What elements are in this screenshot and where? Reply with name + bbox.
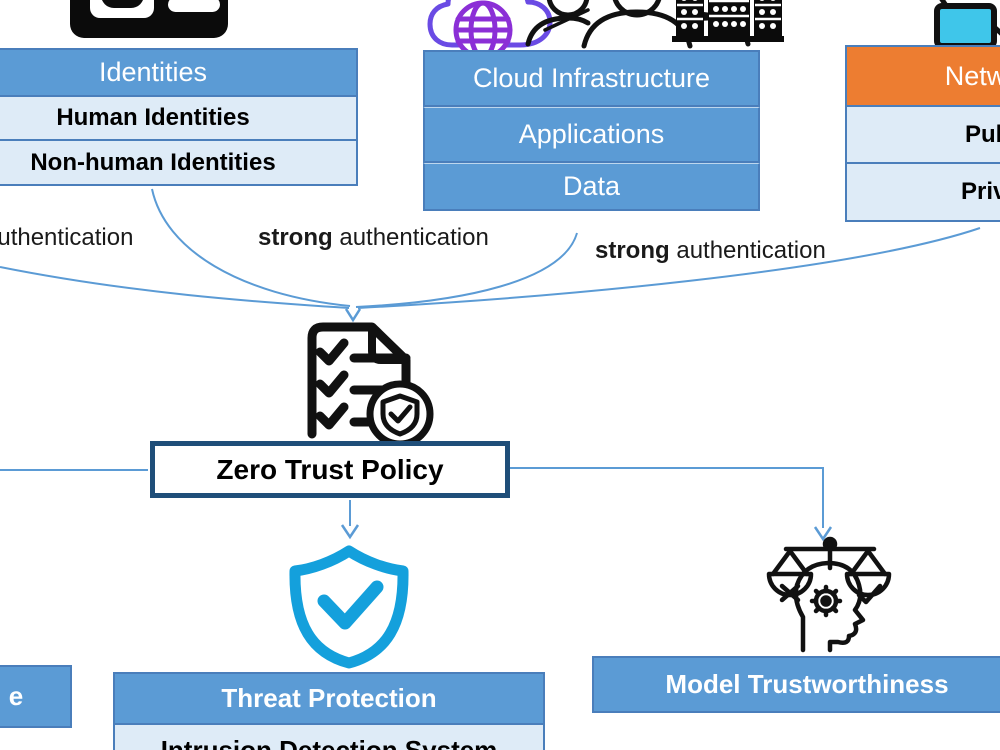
cloud-table: Cloud Infrastructure Applications Data <box>423 50 760 211</box>
networks-table: Networks Public Private <box>845 45 1000 222</box>
identities-table: Identities Human Identities Non-human Id… <box>0 48 358 186</box>
model-trustworthiness-header: Model Trustworthiness <box>592 656 1000 713</box>
threat-protection-header: Threat Protection <box>113 672 545 725</box>
identities-row-nonhuman: Non-human Identities <box>0 141 358 186</box>
threat-protection-table: Threat Protection Intrusion Detection Sy… <box>113 672 545 750</box>
policy-document-icon <box>304 322 434 453</box>
cloud-row-applications: Applications <box>423 107 760 163</box>
networks-row-public: Public <box>845 107 1000 164</box>
threat-row-ids: Intrusion Detection System <box>113 725 545 750</box>
server-rack-icon <box>672 0 784 42</box>
identities-header: Identities <box>0 48 358 97</box>
right-connector-line <box>510 467 824 528</box>
networks-header: Networks <box>845 45 1000 107</box>
auth-label-left: authentication <box>0 224 134 251</box>
cloud-row-infrastructure: Cloud Infrastructure <box>423 50 760 107</box>
zero-trust-policy-box: Zero Trust Policy <box>150 441 510 498</box>
balance-head-icon <box>766 536 892 653</box>
auth-label-right: strong authentication <box>595 237 826 264</box>
shield-check-icon <box>289 545 409 669</box>
policy-connectors <box>0 467 833 542</box>
networks-row-private: Private <box>845 164 1000 222</box>
model-trustworthiness-table: Model Trustworthiness <box>592 656 1000 713</box>
id-card-icon <box>70 0 228 38</box>
cloud-row-data: Data <box>423 163 760 211</box>
left-edge-partial-box: e <box>0 665 72 728</box>
cloud-globe-icon <box>427 0 590 60</box>
authentication-curves <box>0 188 981 323</box>
identities-row-human: Human Identities <box>0 97 358 141</box>
left-edge-partial-label: e <box>0 665 72 728</box>
auth-label-middle: strong authentication <box>258 224 489 251</box>
